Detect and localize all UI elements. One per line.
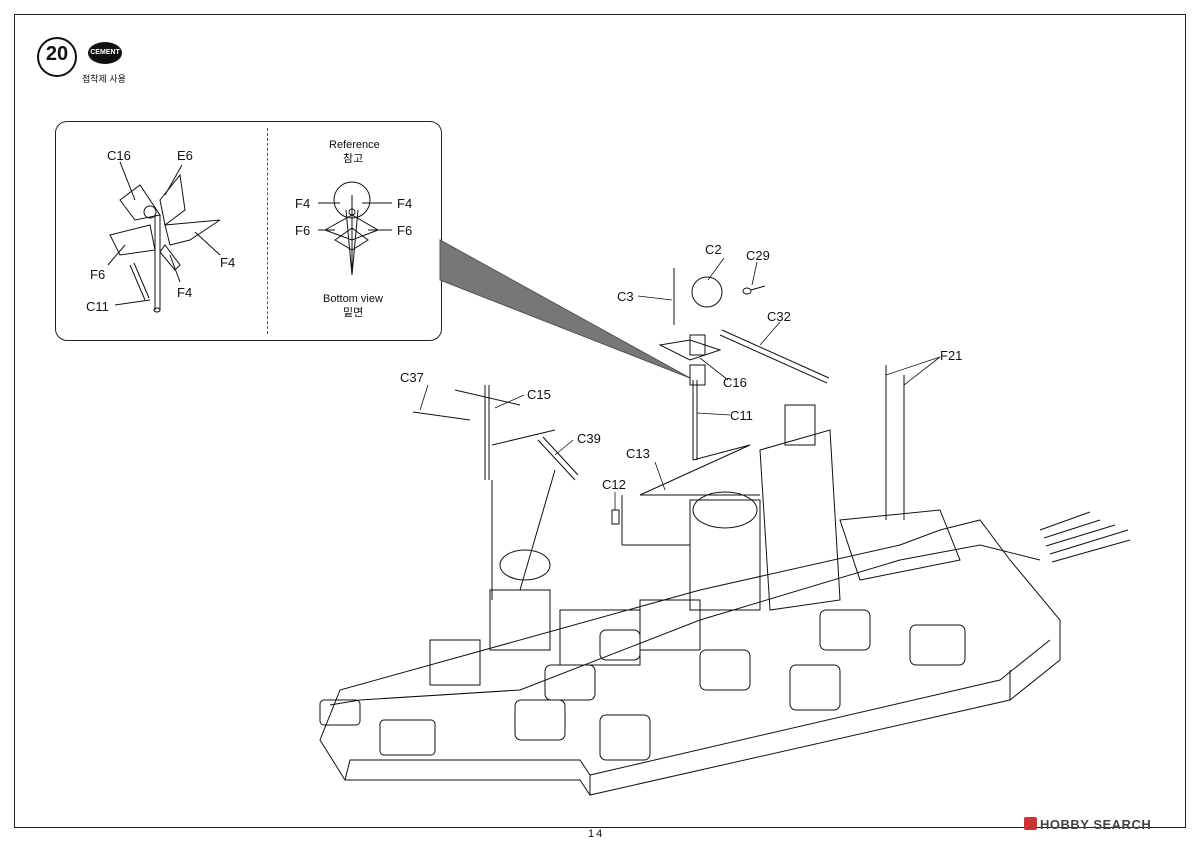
watermark: HOBBY SEARCH bbox=[1040, 817, 1152, 832]
part-label-c37: C37 bbox=[400, 370, 424, 385]
bottom-view-title: Bottom view bbox=[323, 293, 383, 305]
callout-wedge bbox=[439, 239, 691, 379]
inset-bottom-view bbox=[318, 181, 392, 276]
part-label-c32: C32 bbox=[767, 309, 791, 324]
bottom-label-f4-right: F4 bbox=[397, 196, 413, 211]
bottom-view-title-ko: 밑면 bbox=[343, 307, 364, 319]
cement-caption: 접착제 사용 bbox=[82, 74, 126, 84]
inset-label-f6: F6 bbox=[90, 267, 106, 282]
bottom-label-f4-left: F4 bbox=[295, 196, 311, 211]
inset-left-assembly bbox=[107, 161, 221, 313]
leader-lines bbox=[419, 257, 941, 510]
bottom-label-f6-left: F6 bbox=[295, 223, 311, 238]
main-gun-barrels bbox=[1039, 511, 1131, 563]
inset-label-c16: C16 bbox=[107, 148, 131, 163]
inset-label-c11: C11 bbox=[86, 299, 109, 314]
inset-label-e6: E6 bbox=[177, 148, 193, 163]
part-label-c11: C11 bbox=[730, 408, 753, 423]
reference-title: Reference bbox=[329, 139, 380, 151]
inset-label-f4-a: F4 bbox=[220, 255, 236, 270]
page-number: 14 bbox=[588, 828, 605, 840]
step-number: 20 bbox=[45, 43, 69, 65]
part-label-c16: C16 bbox=[723, 375, 747, 390]
secondary-mounts bbox=[319, 609, 966, 761]
part-label-c3: C3 bbox=[617, 289, 634, 304]
c12-part bbox=[611, 509, 620, 525]
upper-radar-parts bbox=[658, 268, 830, 386]
step-number-circle bbox=[37, 37, 77, 77]
reference-title-ko: 참고 bbox=[343, 153, 364, 165]
page-frame bbox=[14, 14, 1186, 828]
part-label-c29: C29 bbox=[746, 248, 770, 263]
inset-divider bbox=[267, 128, 268, 334]
part-label-c15: C15 bbox=[527, 387, 551, 402]
part-label-f21: F21 bbox=[940, 348, 963, 363]
part-label-c39: C39 bbox=[577, 431, 601, 446]
part-label-c13: C13 bbox=[626, 446, 650, 461]
hobby-search-logo-icon bbox=[1024, 817, 1037, 830]
part-label-c12: C12 bbox=[602, 477, 626, 492]
bottom-label-f6-right: F6 bbox=[397, 223, 413, 238]
cement-icon: CEMENT bbox=[88, 42, 122, 64]
inset-label-f4-b: F4 bbox=[177, 285, 193, 300]
masts bbox=[412, 365, 905, 600]
part-label-c2: C2 bbox=[705, 242, 722, 257]
